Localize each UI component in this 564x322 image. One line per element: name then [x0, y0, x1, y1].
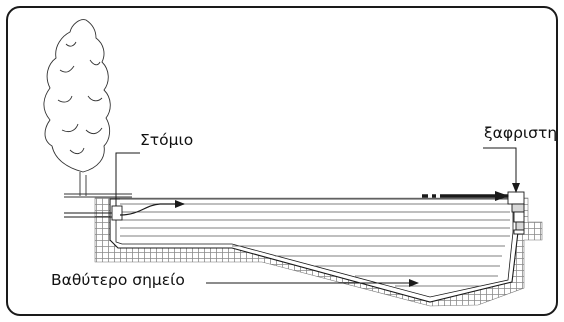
skimmer-label: ξαφριστη: [484, 124, 558, 142]
nozzle-label: Στόμιο: [140, 131, 194, 149]
diagram-frame: [6, 6, 558, 316]
skimmer-assembly: [507, 191, 525, 235]
flow-arrows: [115, 147, 520, 287]
nozzle-leader-line: [115, 152, 140, 206]
deepest-point-label: Βαθύτερο σημείο: [51, 271, 185, 289]
skimmer-leader-line: [483, 147, 517, 186]
nozzle-pipe: [64, 205, 123, 221]
water-lines: [120, 198, 510, 287]
ground-line: [64, 193, 132, 198]
nozzle-flow-arrow: [119, 200, 185, 216]
pool-inner-wall: [115, 205, 514, 298]
tree-illustration: [43, 19, 111, 196]
